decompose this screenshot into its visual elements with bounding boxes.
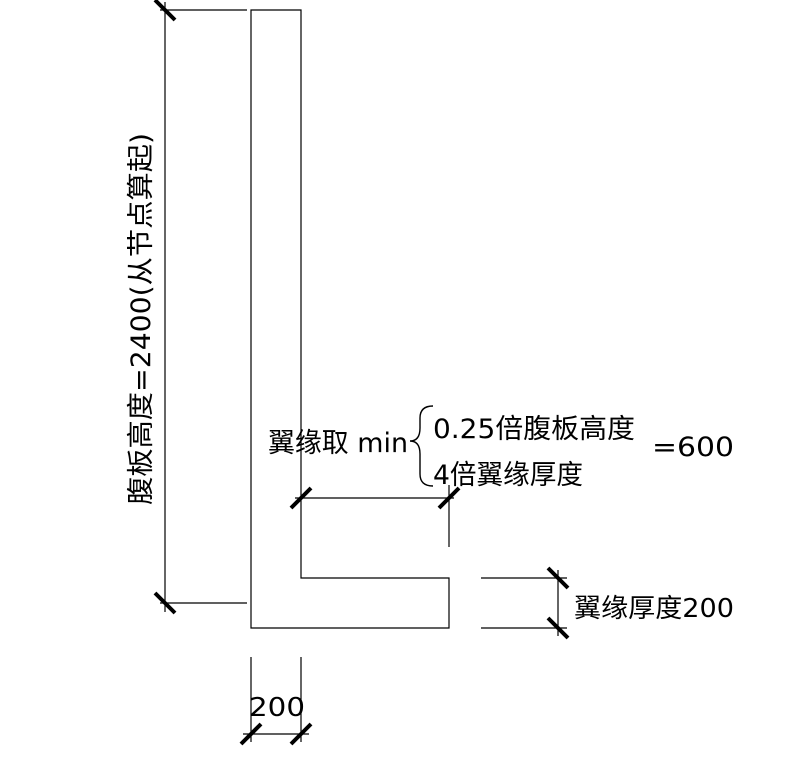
web-thickness-tick-right bbox=[289, 722, 313, 746]
l-wall-outline bbox=[250, 9, 450, 629]
flange-length-tick-right bbox=[437, 486, 461, 510]
web-height-label: 腹板高度=2400(从节点算起) bbox=[126, 133, 157, 505]
web-thickness-label: 200 bbox=[249, 693, 305, 723]
web-thickness-tick-left bbox=[239, 722, 263, 746]
flange-thickness-tick-bottom bbox=[546, 616, 570, 640]
flange-length-tick-left bbox=[289, 486, 313, 510]
web-height-tick-bottom bbox=[153, 591, 177, 615]
flange-option-2: 4倍翼缘厚度 bbox=[433, 460, 583, 491]
flange-thickness-tick-top bbox=[546, 566, 570, 590]
flange-thickness-label: 翼缘厚度200 bbox=[574, 594, 734, 624]
flange-min-brace bbox=[409, 405, 434, 487]
flange-option-1: 0.25倍腹板高度 bbox=[433, 414, 635, 445]
flange-min-prefix: 翼缘取 min bbox=[268, 428, 408, 459]
web-height-tick-top bbox=[153, 0, 177, 22]
flange-min-result: =600 bbox=[652, 432, 734, 463]
